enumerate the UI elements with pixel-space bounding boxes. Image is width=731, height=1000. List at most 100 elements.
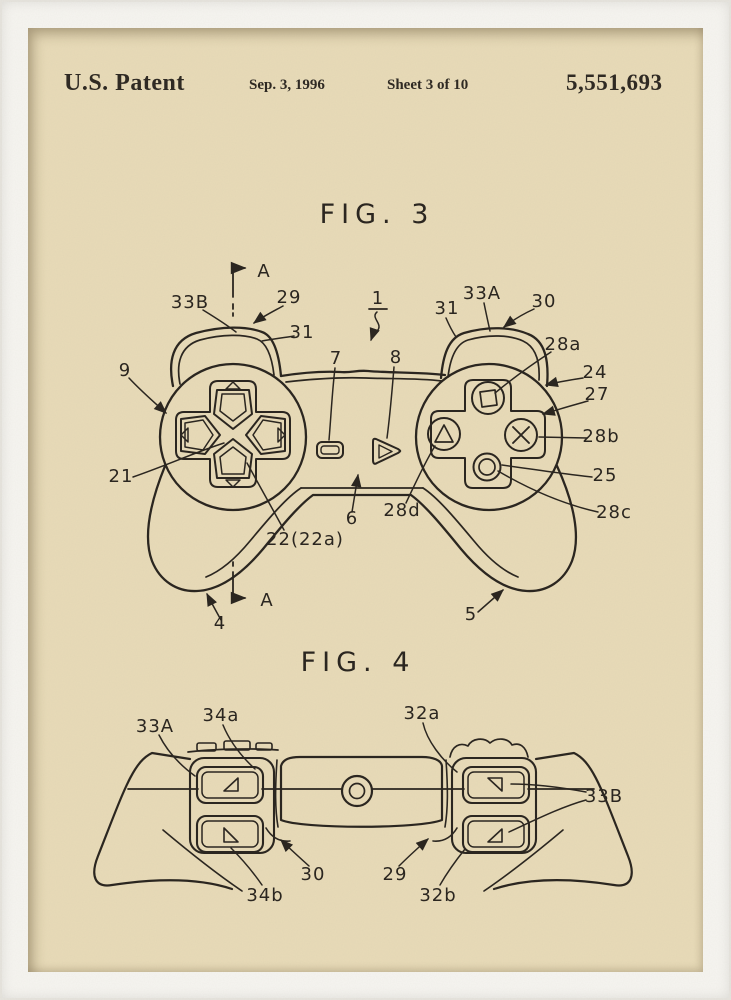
leader-line: [510, 783, 587, 793]
fig4-title: FIG. 4: [301, 647, 416, 678]
leader-line: [501, 464, 593, 478]
leader-line: [494, 351, 552, 394]
fig3-select-button: [316, 441, 344, 459]
fig3-label-5: 5: [465, 604, 477, 625]
leader-line: [538, 436, 588, 439]
dpad-edge-bump: [196, 742, 217, 752]
triangle-glyph-icon: [434, 424, 454, 443]
dpad-right-keycap-inner: [252, 419, 282, 451]
leader-line: [544, 376, 584, 387]
fig3-label-31-right: 31: [435, 298, 460, 319]
fig3-label-7: 7: [330, 348, 342, 369]
fig3-label-29: 29: [277, 287, 302, 308]
fig3-label-24: 24: [583, 362, 608, 383]
fig3-label-28b: 28b: [582, 426, 619, 447]
fig4-labels: 33A 34a 32a 33B 30 29 32b 34b: [136, 703, 623, 906]
fig3-label-22-22a: 22(22a): [266, 529, 344, 550]
dpad-right-arrow-icon: [277, 427, 286, 443]
fig4-label-30: 30: [301, 864, 326, 885]
leader-line: [252, 305, 284, 324]
fig4-label-33B: 33B: [585, 786, 623, 807]
leader-line: [439, 848, 466, 886]
leader-line: [477, 589, 504, 613]
leader-line: [206, 592, 222, 621]
right-seam-line: [422, 487, 519, 578]
leader-line: [328, 367, 336, 441]
dpad-edge-bump: [255, 742, 273, 751]
fig3-label-6: 6: [346, 508, 358, 529]
right-shoulder-hump-inner: [447, 335, 540, 381]
leader-line: [502, 308, 535, 328]
fig4-label-33A: 33A: [136, 716, 174, 737]
right-grip-inner-line: [483, 829, 564, 892]
triangle-glyph-icon: [223, 827, 239, 843]
fig3-label-31-left: 31: [290, 322, 315, 343]
leader-line: [386, 366, 395, 439]
leader-line: [230, 847, 263, 886]
square-button: [471, 381, 505, 415]
leader-line: [483, 302, 491, 332]
center-section-outline: [279, 755, 444, 828]
dpad-down-keycap: [213, 438, 253, 479]
dpad-right-keycap: [245, 415, 286, 455]
triangle-glyph-icon: [487, 777, 503, 792]
fig4-label-32a: 32a: [404, 703, 441, 724]
fig3-start-button: [372, 437, 402, 465]
right-shoulder-hump: [439, 327, 549, 388]
fig3-label-section-a-top: A: [257, 261, 270, 282]
square-glyph-icon: [479, 389, 498, 408]
fig4-label-29: 29: [383, 864, 408, 885]
left-pod-outline: [158, 362, 308, 512]
bridge-top-edge-inner: [285, 376, 443, 383]
dpad-cross-outline: [175, 380, 291, 488]
dpad-down-keycap-inner: [219, 446, 247, 475]
dpad-left-arrow-icon: [180, 427, 189, 443]
leader-line: [497, 470, 599, 513]
cable-connector-inner: [348, 782, 366, 800]
fig3-label-9: 9: [119, 360, 131, 381]
left-grip-outline: [93, 751, 234, 891]
fig3-label-21: 21: [109, 466, 134, 487]
leader-line: [422, 722, 458, 773]
dpad-up-arrow-icon: [225, 381, 241, 390]
fig4-left-shoulder-buttons: [188, 756, 276, 855]
fig3-action-buttons: [427, 379, 546, 489]
fig3-label-28c: 28c: [596, 502, 632, 523]
fig3-section-markers: [230, 261, 247, 605]
right-bottom-shoulder-button: [461, 814, 531, 854]
left-top-shoulder-button: [195, 765, 265, 805]
fig3-label-8: 8: [390, 347, 402, 368]
cross-button: [504, 418, 538, 452]
fig4-label-34b: 34b: [246, 885, 283, 906]
fig4-label-32b: 32b: [419, 885, 456, 906]
left-seam-line: [205, 487, 302, 578]
dpad-down-arrow-icon: [225, 479, 241, 488]
bridge-top-edge: [279, 369, 447, 378]
fig3-leader-lines: [128, 302, 599, 621]
action-cross-outline: [430, 379, 546, 489]
leader-line: [202, 309, 237, 333]
dpad-up-keycap-inner: [219, 393, 247, 422]
leader-line: [246, 462, 285, 531]
paper-grain-texture: [30, 30, 701, 970]
leader-line: [222, 724, 256, 770]
fig4-label-34a: 34a: [203, 705, 240, 726]
fig3-labels: A 33B 29 31 1 31 33A 30 7 8 9 28a 24 27 …: [109, 261, 632, 634]
fig3-label-27: 27: [585, 384, 610, 405]
fig3-label-28a: 28a: [545, 334, 582, 355]
leader-line: [128, 377, 167, 414]
triangle-glyph-icon: [487, 828, 503, 843]
dpad-up-keycap: [213, 389, 253, 430]
leader-line: [369, 311, 380, 342]
fig3-dpad: [175, 380, 291, 488]
fig3-label-33A: 33A: [463, 283, 501, 304]
fig3-controller-body: [146, 326, 578, 593]
triangle-glyph-icon: [223, 777, 239, 792]
center-joint-lines: [274, 759, 449, 828]
circle-button: [472, 452, 502, 482]
leader-line: [405, 445, 436, 504]
dpad-left-keycap-inner: [184, 419, 214, 451]
leader-line: [445, 317, 457, 338]
